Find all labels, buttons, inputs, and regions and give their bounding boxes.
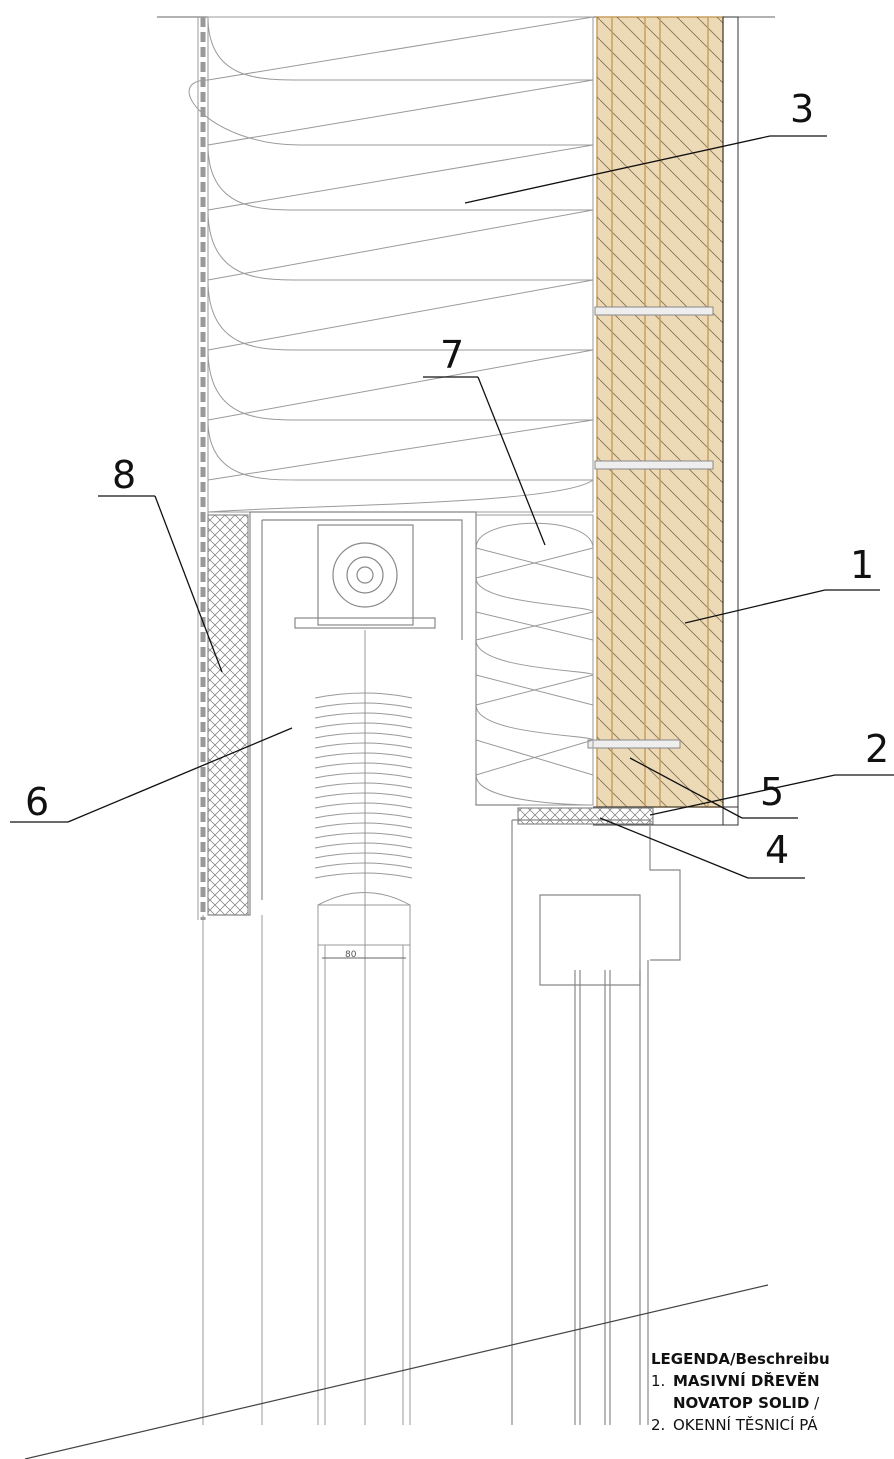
- legend-item-number: 1.: [651, 1372, 666, 1390]
- insulation-wedge: [475, 514, 594, 806]
- legend-item-1: 1. MASIVNÍ DŘEVĚN: [651, 1370, 894, 1392]
- legend: LEGENDA/Beschreibu 1. MASIVNÍ DŘEVĚN NOVA…: [651, 1348, 894, 1436]
- callout-3: 3: [464, 87, 827, 204]
- svg-text:8: 8: [112, 453, 136, 497]
- legend-item-number: 2.: [651, 1416, 666, 1434]
- legend-item-2: 2. OKENNÍ TĚSNICÍ PÁ: [651, 1414, 894, 1436]
- svg-text:6: 6: [25, 780, 49, 824]
- facade-insulation-board: [207, 514, 249, 916]
- solid-timber-panel: [593, 16, 739, 826]
- callout-1: 1: [684, 543, 880, 624]
- svg-text:4: 4: [765, 828, 789, 872]
- svg-text:1: 1: [850, 543, 874, 587]
- legend-item-text: MASIVNÍ DŘEVĚN: [673, 1372, 820, 1390]
- facade-membrane: [197, 17, 209, 920]
- dimension-label: 80: [345, 950, 357, 960]
- window-frame: [511, 807, 681, 1425]
- callout-6: 6: [10, 727, 293, 824]
- legend-item-text2: NOVATOP SOLID: [673, 1394, 810, 1412]
- callout-5: 5: [629, 757, 798, 819]
- fastening-screws: [587, 306, 714, 749]
- svg-text:2: 2: [865, 727, 889, 771]
- callout-8: 8: [98, 453, 223, 673]
- thermal-insulation: [188, 16, 594, 513]
- blind-housing: [208, 511, 520, 916]
- legend-item-1-line2: NOVATOP SOLID /: [651, 1392, 894, 1414]
- legend-item-text: OKENNÍ TĚSNICÍ PÁ: [673, 1416, 818, 1434]
- callout-2: 2: [649, 727, 894, 816]
- svg-text:7: 7: [440, 333, 464, 377]
- legend-heading: LEGENDA/Beschreibu: [651, 1350, 830, 1368]
- svg-text:5: 5: [760, 770, 784, 814]
- callout-4: 4: [599, 817, 805, 879]
- callout-7: 7: [423, 333, 546, 546]
- legend-item-suffix: /: [809, 1394, 820, 1412]
- svg-text:3: 3: [790, 87, 814, 131]
- blind-slats: [314, 630, 413, 1425]
